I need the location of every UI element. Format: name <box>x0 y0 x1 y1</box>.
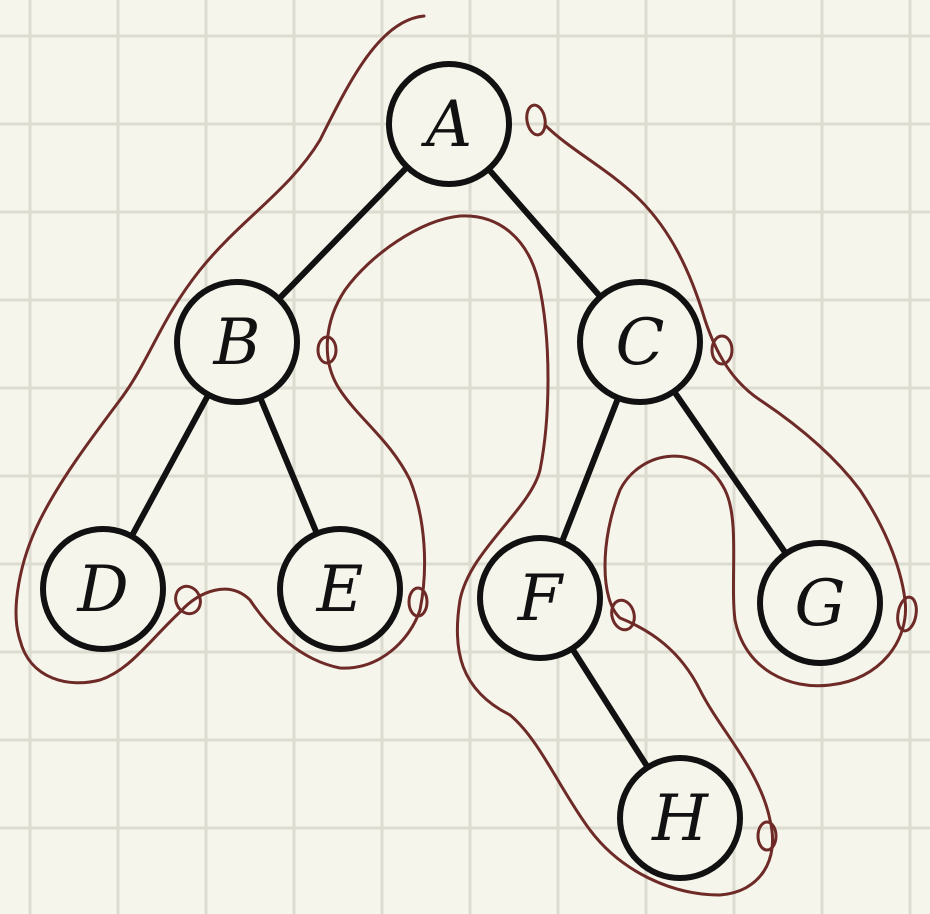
edge-A-C <box>485 166 604 300</box>
node-C: C <box>577 279 703 405</box>
node-B: B <box>174 279 300 405</box>
node-circle <box>174 279 300 405</box>
trace-mark-D <box>174 584 202 616</box>
trace-mark-G <box>896 595 918 633</box>
node-label: C <box>616 306 665 380</box>
trace-mark-E <box>407 586 429 618</box>
node-label: G <box>794 567 845 641</box>
node-label: D <box>76 553 128 627</box>
edge-B-E <box>257 394 320 537</box>
node-circle <box>477 535 603 661</box>
trace-mark-C <box>710 334 734 366</box>
trace-path <box>14 14 908 897</box>
node-label: H <box>651 782 709 856</box>
node-label: E <box>316 553 364 627</box>
edge-F-H <box>569 645 651 771</box>
node-circle <box>757 540 883 666</box>
node-G: G <box>757 540 883 666</box>
edge-C-G <box>671 388 789 557</box>
node-label: F <box>517 562 565 636</box>
node-circle <box>617 755 743 881</box>
edge-A-B <box>275 164 411 302</box>
node-F: F <box>477 535 603 661</box>
node-circle <box>577 279 703 405</box>
trace-mark-H <box>756 820 778 852</box>
trace-mark-F <box>610 598 636 632</box>
node-label: A <box>421 88 472 162</box>
node-circle <box>40 526 166 652</box>
node-circle <box>386 61 512 187</box>
edge-C-F <box>558 394 622 546</box>
node-label: B <box>212 306 260 380</box>
trace-mark-B <box>316 335 338 365</box>
tree-nodes: A B C D E F G H <box>40 61 883 881</box>
node-D: D <box>40 526 166 652</box>
tree-edges <box>128 164 789 771</box>
edge-B-D <box>128 391 212 540</box>
node-A: A <box>386 61 512 187</box>
traversal-trace <box>14 14 918 897</box>
node-E: E <box>277 526 403 652</box>
trace-mark-A <box>525 103 547 137</box>
node-H: H <box>617 755 743 881</box>
node-circle <box>277 526 403 652</box>
